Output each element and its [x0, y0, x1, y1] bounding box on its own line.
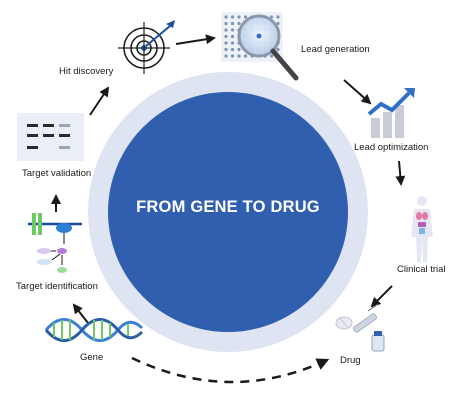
- target-icon: [118, 20, 175, 74]
- arrow-trial-to-drug: [370, 285, 393, 308]
- center-title: FROM GENE TO DRUG: [136, 198, 320, 216]
- pills-syringe-icon: [335, 303, 385, 352]
- stage-label-drug: Drug: [340, 355, 361, 366]
- dna-helix-icon: [44, 318, 144, 342]
- bar-chart-up-icon: [367, 88, 415, 138]
- stage-label-lead-generation: Lead generation: [301, 44, 370, 55]
- dashed-arrow-gene-to-drug: [131, 356, 330, 384]
- gene-network-icon: [28, 213, 82, 273]
- gel-blot-icon: [17, 113, 84, 161]
- stage-label-target-validation: Target validation: [22, 168, 92, 179]
- stage-label-gene: Gene: [80, 352, 104, 363]
- arrow-hit-to-lead: [175, 34, 216, 45]
- center-circle: [108, 92, 348, 332]
- stage-label-target-identification: Target identification: [16, 281, 98, 292]
- arrow-validation-to-hit: [89, 86, 110, 116]
- arrow-optimization-to-trial: [395, 160, 406, 186]
- stage-label-hit-discovery: Hit discovery: [59, 66, 114, 77]
- magnifier-plate-icon: [221, 12, 299, 81]
- human-body-icon: [411, 196, 433, 262]
- arrow-lead-to-optimization: [343, 79, 372, 105]
- stage-label-lead-optimization: Lead optimization: [354, 142, 429, 153]
- arrow-gene-to-identification: [72, 303, 89, 324]
- stage-label-clinical-trial: Clinical trial: [397, 264, 446, 275]
